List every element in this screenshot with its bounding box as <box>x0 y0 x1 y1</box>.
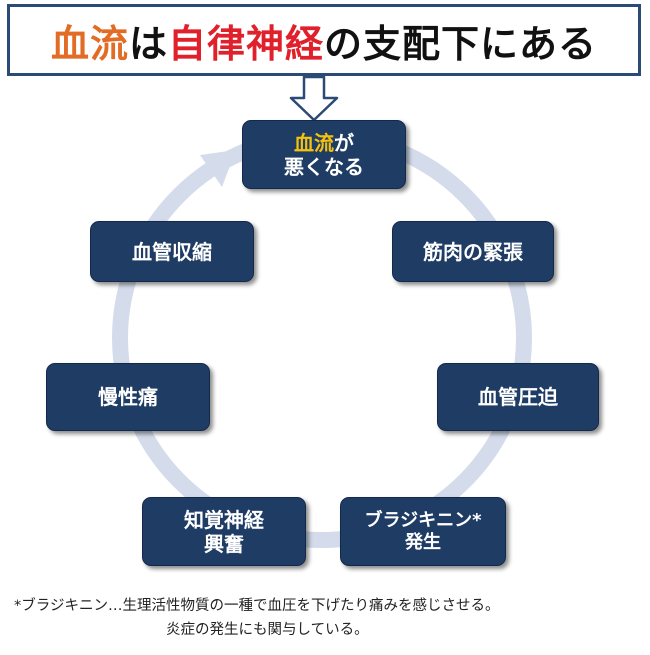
title-banner: 血流は自律神経の支配下にある <box>7 4 641 76</box>
title-rest: の支配下にある <box>324 21 598 66</box>
node-top-line2: 悪くなる <box>284 154 364 179</box>
node-vasoconstriction: 血管収縮 <box>90 221 254 282</box>
node-sensory-nerve-excitation: 知覚神経 興奮 <box>142 497 306 566</box>
title-autonomic-nerves: 自律神経 <box>168 21 325 66</box>
node-right3-line1: ブラジキニン* <box>364 509 482 531</box>
node-chronic-pain: 慢性痛 <box>46 363 210 431</box>
node-top-highlight: 血流 <box>294 130 334 155</box>
node-bradykinin-release: ブラジキニン* 発生 <box>340 497 506 566</box>
node-left3-line1: 知覚神経 <box>184 507 264 532</box>
node-muscle-tension: 筋肉の緊張 <box>392 221 554 282</box>
node-right3-line2: 発生 <box>405 531 441 553</box>
node-right2-label: 血管圧迫 <box>478 385 558 409</box>
node-vessel-compression: 血管圧迫 <box>437 363 599 431</box>
title-particle: は <box>128 21 168 66</box>
node-left1-label: 血管収縮 <box>132 239 212 264</box>
footnote-line1: *ブラジキニン…生理活性物質の一種で血圧を下げたり痛みを感じさせる。 <box>14 598 500 614</box>
cycle-ring-circle <box>112 128 532 548</box>
node-right1-label: 筋肉の緊張 <box>423 239 523 264</box>
node-top-line1-rest: が <box>334 130 354 155</box>
down-arrow-icon <box>289 76 339 122</box>
footnote: *ブラジキニン…生理活性物質の一種で血圧を下げたり痛みを感じさせる。 炎症の発生… <box>14 594 644 642</box>
cycle-arrow-icon <box>200 150 236 187</box>
node-blood-flow-worsens: 血流が 悪くなる <box>242 120 406 189</box>
footnote-line2: 炎症の発生にも関与している。 <box>166 622 369 638</box>
node-left3-line2: 興奮 <box>204 531 244 556</box>
node-left2-label: 慢性痛 <box>98 385 158 409</box>
node-top-line1: 血流が <box>294 131 354 155</box>
title-blood-flow: 血流 <box>50 21 129 66</box>
